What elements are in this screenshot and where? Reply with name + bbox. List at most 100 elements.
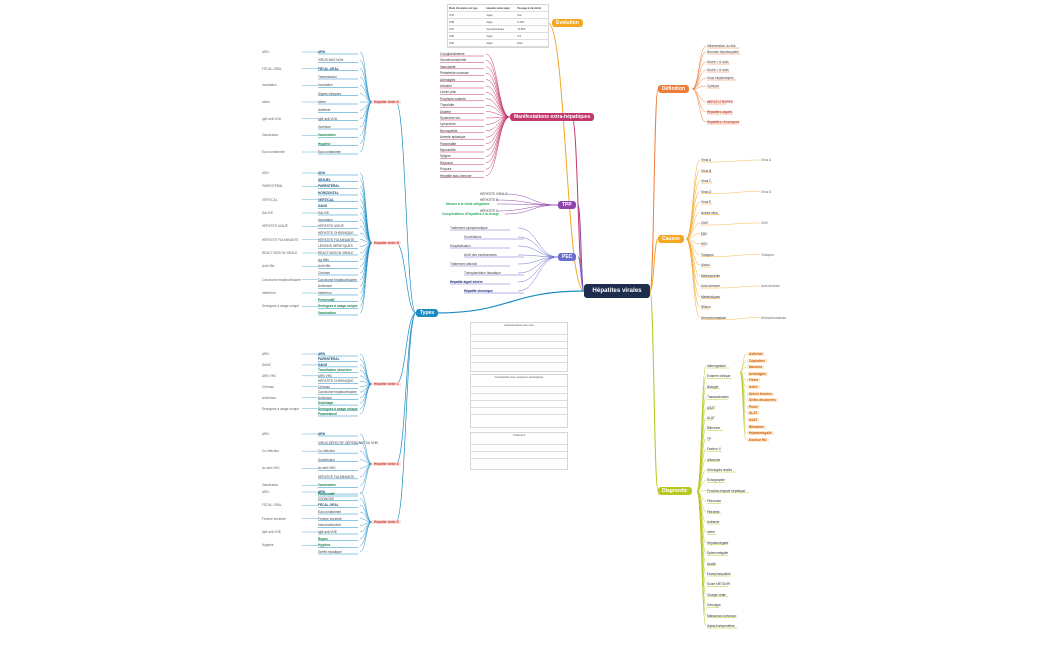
diagnostic-highlight[interactable]: ASAT	[747, 418, 760, 422]
diagnostic-item[interactable]: Ictère	[707, 530, 715, 535]
virus-type-item[interactable]: ADN	[318, 171, 325, 175]
extra-hepatic-item[interactable]: Vascularite	[440, 64, 456, 69]
virus-type-item[interactable]: FÉCAL-ORAL	[318, 66, 339, 71]
virus-type-subitem[interactable]: PARENTÉRAL	[262, 184, 284, 189]
tpp-item[interactable]: HÉPATITE VIRALE	[480, 192, 508, 196]
extra-hepatic-item[interactable]: Diabète	[440, 109, 451, 114]
definition-item[interactable]: Virus hépatotropes	[707, 76, 734, 80]
extra-hepatic-item[interactable]: Lichen plan	[440, 90, 457, 95]
diagnostic-item[interactable]: Score METAVIR	[707, 582, 730, 587]
diagnostic-item[interactable]: Sérologies virales	[707, 468, 733, 472]
definition-item[interactable]: Durée > 6 mois	[707, 68, 729, 72]
virus-type-item[interactable]: ARN	[318, 490, 325, 494]
extra-hepatic-item[interactable]: Porphyrie cutanée	[440, 96, 466, 101]
virus-type-hub[interactable]: Hépatite virale E	[372, 520, 401, 524]
extra-hepatic-item[interactable]: Syndrome sec	[440, 116, 461, 120]
virus-type-item[interactable]: Paracétamol	[318, 412, 337, 416]
virus-type-item[interactable]: ZOONOSE	[318, 496, 334, 501]
cause-subitem[interactable]: CMV	[761, 221, 769, 225]
virus-type-item[interactable]: VIRUS DÉFECTIF DÉPENDANT DU VHB	[318, 440, 378, 445]
extra-hepatic-item[interactable]: Urticaire	[440, 84, 452, 88]
virus-type-item[interactable]: Signes cliniques	[318, 91, 342, 96]
virus-type-item[interactable]: ARN VHC	[318, 373, 333, 378]
virus-type-subitem[interactable]: HÉPATITE FULMINANTE	[262, 237, 299, 242]
virus-type-hub[interactable]: Hépatite virale A	[372, 100, 401, 104]
virus-type-item[interactable]: ARN	[318, 352, 325, 356]
virus-type-item[interactable]: HÉPATITE CHRONIQUE	[318, 231, 354, 235]
virus-type-hub[interactable]: Hépatite virale D	[372, 462, 401, 466]
cause-subitem[interactable]: Virus D	[761, 189, 772, 194]
cause-item[interactable]: Hémochromatose	[701, 315, 727, 320]
branch-definition[interactable]: Définition	[658, 85, 690, 93]
virus-type-subitem[interactable]: Incubation	[262, 83, 277, 88]
cause-item[interactable]: Virus D	[701, 189, 712, 194]
extra-hepatic-item[interactable]: Myocardite	[440, 148, 456, 152]
definition-item[interactable]: Inflammation du foie	[707, 44, 736, 48]
virus-type-subitem[interactable]: RÉACTIVATION VIRALE	[262, 251, 298, 255]
virus-type-item[interactable]: HÉPATITE FULMINANTE	[318, 474, 355, 479]
virus-type-subitem[interactable]: HÉPATITE AIGUË	[262, 224, 288, 229]
virus-type-item[interactable]: IgM anti-VHE	[318, 530, 337, 534]
virus-type-item[interactable]: FÉCAL-ORAL	[318, 503, 339, 508]
virus-type-subitem[interactable]: Hygiène	[262, 543, 274, 548]
extra-hepatic-item[interactable]: Arthralgies	[440, 77, 456, 82]
virus-type-hub[interactable]: Hépatite virale C	[372, 382, 401, 386]
virus-type-item[interactable]: Guérison	[318, 125, 331, 129]
virus-type-item[interactable]: Ac anti-VHD	[318, 466, 336, 471]
tpp-item[interactable]: Complications d'hépatites à la charge	[442, 212, 500, 216]
extra-hepatic-item[interactable]: Neuropathie	[440, 128, 458, 133]
virus-type-item[interactable]: Incubation	[318, 217, 333, 222]
virus-type-item[interactable]: Greffe hépatique	[318, 550, 342, 554]
pec-item[interactable]: Traitement antiviral	[450, 262, 477, 266]
virus-type-subitem[interactable]: Seringues à usage unique	[262, 406, 300, 411]
diagnostic-item[interactable]: Encéphalopathie	[707, 572, 731, 576]
virus-type-item[interactable]: Vaccination	[318, 311, 336, 315]
definition-item[interactable]: Hépatites aiguës	[707, 110, 733, 114]
virus-type-item[interactable]: Femme enceinte	[318, 516, 342, 521]
virus-type-item[interactable]: Transfusion sécurisée	[318, 368, 352, 373]
virus-type-subitem[interactable]: FÉCAL-ORAL	[262, 66, 283, 71]
virus-type-item[interactable]: Préservatif	[318, 297, 335, 302]
virus-type-subitem[interactable]: ARN VHC	[262, 373, 277, 378]
diagnostic-item[interactable]: Facteur V	[707, 447, 721, 452]
pec-item[interactable]: Transplantation hépatique	[464, 271, 501, 275]
cause-item[interactable]: EBV	[701, 231, 708, 236]
virus-type-item[interactable]: Ictère	[318, 100, 326, 104]
virus-type-subitem[interactable]: SALIVE	[262, 211, 274, 215]
diagnostic-item[interactable]: Interrogatoire	[707, 364, 726, 368]
virus-type-item[interactable]: Incubation	[318, 83, 333, 88]
diagnostic-highlight[interactable]: Céphalées	[747, 358, 767, 363]
diagnostic-highlight[interactable]: Nausées	[747, 365, 765, 370]
virus-type-subitem[interactable]: Eau contaminée	[262, 150, 286, 154]
virus-type-item[interactable]: Immunodéprimé	[318, 523, 342, 528]
extra-hepatic-item[interactable]: Cryoglobulinémie	[440, 52, 465, 56]
virus-type-item[interactable]: VIRUS NUS NON	[318, 58, 344, 63]
virus-type-item[interactable]: Interféron	[318, 291, 332, 295]
diagnostic-highlight[interactable]: Fièvre	[747, 378, 761, 383]
diagnostic-item[interactable]: ASAT	[707, 405, 716, 410]
diagnostic-item[interactable]: Fibroscan	[707, 499, 721, 504]
diagnostic-highlight[interactable]: ALAT	[747, 411, 760, 416]
diagnostic-item[interactable]: Alpha-foetoprotéine	[707, 624, 735, 628]
branch-types[interactable]: Types	[416, 309, 439, 317]
extra-hepatic-item[interactable]: Purpura	[440, 167, 452, 172]
diagnostic-item[interactable]: Fibrotest	[707, 509, 720, 514]
branch-evolution[interactable]: Evolution	[552, 19, 583, 27]
virus-type-subitem[interactable]: Interféron	[262, 291, 276, 295]
diagnostic-item[interactable]: Charge virale	[707, 592, 726, 597]
cause-subitem[interactable]: Hémochromatose	[761, 315, 787, 320]
virus-type-subitem[interactable]: ARN	[262, 50, 269, 54]
virus-type-item[interactable]: LÉSIONS HÉPATIQUES	[318, 244, 353, 249]
diagnostic-highlight[interactable]: Hépatomégalie	[747, 431, 774, 436]
diagnostic-item[interactable]: TP	[707, 436, 712, 441]
virus-type-subitem[interactable]: VERTICAL	[262, 197, 278, 202]
extra-hepatic-item[interactable]: Lymphome	[440, 122, 456, 127]
extra-hepatic-item[interactable]: Périartérite noueuse	[440, 71, 469, 76]
definition-item[interactable]: HÉPATOTROPES	[707, 100, 733, 104]
definition-item[interactable]: Hépatites chroniques	[707, 120, 740, 124]
cause-item[interactable]: Autres virus	[701, 210, 718, 215]
virus-type-item[interactable]: Hygiène	[318, 141, 331, 146]
cause-item[interactable]: HSV	[701, 242, 708, 246]
virus-type-item[interactable]: Carcinome hépatocellulaire	[318, 390, 357, 395]
diagnostic-highlight[interactable]: Prurit	[747, 404, 760, 409]
